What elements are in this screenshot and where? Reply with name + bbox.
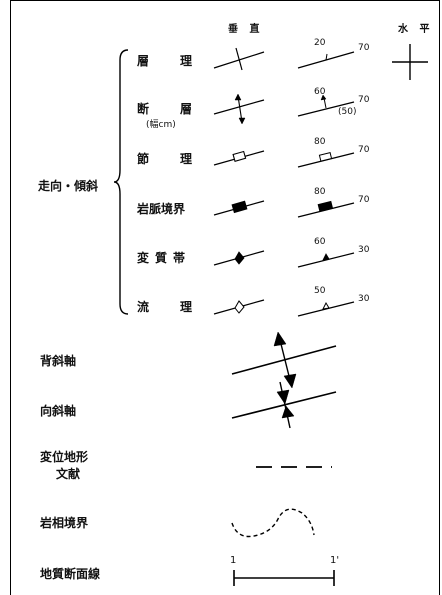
bedding-dip-symbol xyxy=(297,51,355,69)
joint-dip-symbol xyxy=(297,152,355,168)
section-end-label: 1' xyxy=(330,555,340,566)
facies-boundary-label: 岩相境界 xyxy=(40,516,89,530)
facies-boundary-symbol xyxy=(231,508,315,538)
alteration-zone-strike-value: 30 xyxy=(358,245,370,255)
dike-boundary-strike-value: 70 xyxy=(358,195,370,205)
flow-dip-value: 50 xyxy=(314,286,326,296)
alteration-zone-vertical-symbol xyxy=(213,250,265,266)
fault-vertical-symbol xyxy=(213,93,265,125)
joint-vertical-symbol xyxy=(213,150,265,166)
dike-boundary-label: 岩脈境界 xyxy=(137,202,186,216)
geologic-section-line-symbol xyxy=(233,570,335,586)
flow-dip-symbol xyxy=(297,301,355,317)
alteration-zone-dip-value: 60 xyxy=(314,237,326,247)
dike-boundary-dip-symbol xyxy=(297,200,355,218)
flow-label-b: 理 xyxy=(180,300,193,314)
syncline-axis-symbol xyxy=(231,381,337,429)
anticline-axis-label: 背斜軸 xyxy=(40,354,77,368)
alteration-zone-dip-symbol xyxy=(297,252,355,268)
dike-boundary-dip-value: 80 xyxy=(314,187,326,197)
syncline-axis-label: 向斜軸 xyxy=(40,404,77,418)
fault-dip-value: 60 xyxy=(314,87,326,97)
fault-width-value: (50) xyxy=(338,107,357,117)
fault-width-label: (幅cm) xyxy=(146,120,176,130)
flow-vertical-symbol xyxy=(213,299,265,315)
dike-boundary-vertical-symbol xyxy=(213,200,265,216)
strike-dip-label: 走向・傾斜 xyxy=(38,179,99,193)
fault-label-b: 層 xyxy=(180,102,193,116)
anticline-axis-symbol xyxy=(231,331,337,389)
strike-dip-brace xyxy=(113,49,129,315)
header-vertical: 垂 直 xyxy=(228,24,264,35)
header-horizontal: 水 平 xyxy=(398,24,434,35)
horizontal-bedding-symbol xyxy=(392,44,428,80)
bedding-dip-value: 20 xyxy=(314,38,326,48)
fault-dip-symbol xyxy=(297,94,355,117)
fault-label-a: 断 xyxy=(137,102,150,116)
legend-frame xyxy=(10,0,440,595)
flow-label-a: 流 xyxy=(137,300,150,314)
fault-strike-value: 70 xyxy=(358,95,370,105)
joint-label-a: 節 xyxy=(137,152,150,166)
bedding-label-a: 層 xyxy=(137,54,150,68)
bedding-label-b: 理 xyxy=(180,54,193,68)
bedding-vertical-symbol xyxy=(213,47,265,71)
alteration-zone-label: 変質帯 xyxy=(137,251,192,265)
joint-label-b: 理 xyxy=(180,152,193,166)
flow-strike-value: 30 xyxy=(358,294,370,304)
joint-dip-value: 80 xyxy=(314,137,326,147)
geologic-section-line-label: 地質断面線 xyxy=(40,567,101,581)
displacement-landform-label: 変位地形 xyxy=(40,450,89,464)
joint-strike-value: 70 xyxy=(358,145,370,155)
displacement-landform-symbol xyxy=(256,466,332,468)
section-start-label: 1 xyxy=(230,555,237,566)
bedding-strike-value: 70 xyxy=(358,43,370,53)
literature-label: 文献 xyxy=(56,467,81,481)
